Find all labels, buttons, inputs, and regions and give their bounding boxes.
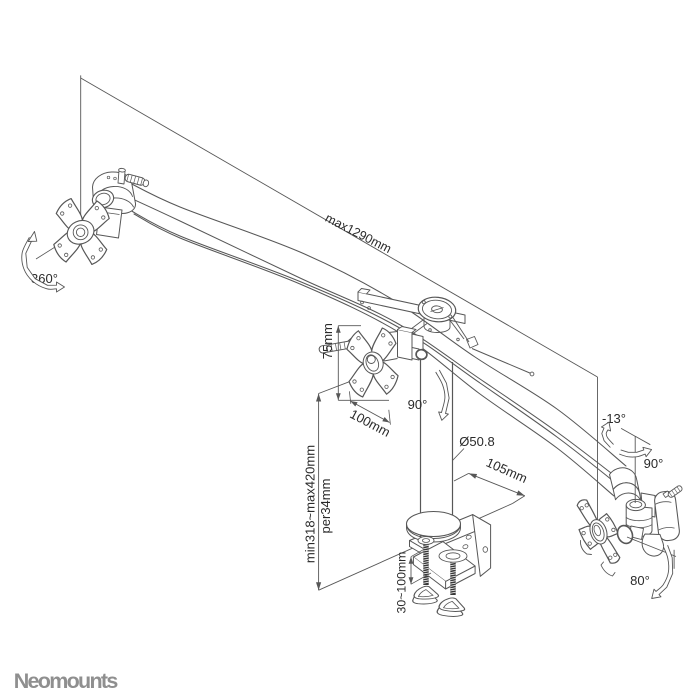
svg-text:80°: 80° [630,573,650,588]
svg-text:min318~max420mm: min318~max420mm [303,445,318,563]
svg-text:75mm: 75mm [320,323,335,359]
svg-text:90°: 90° [408,397,428,412]
svg-text:Ø50.8: Ø50.8 [459,434,494,449]
svg-text:Neomounts: Neomounts [14,669,119,693]
svg-text:per34mm: per34mm [318,479,333,534]
svg-text:-13°: -13° [602,411,626,426]
svg-text:90°: 90° [644,456,664,471]
svg-text:30~100mm: 30~100mm [395,552,409,614]
